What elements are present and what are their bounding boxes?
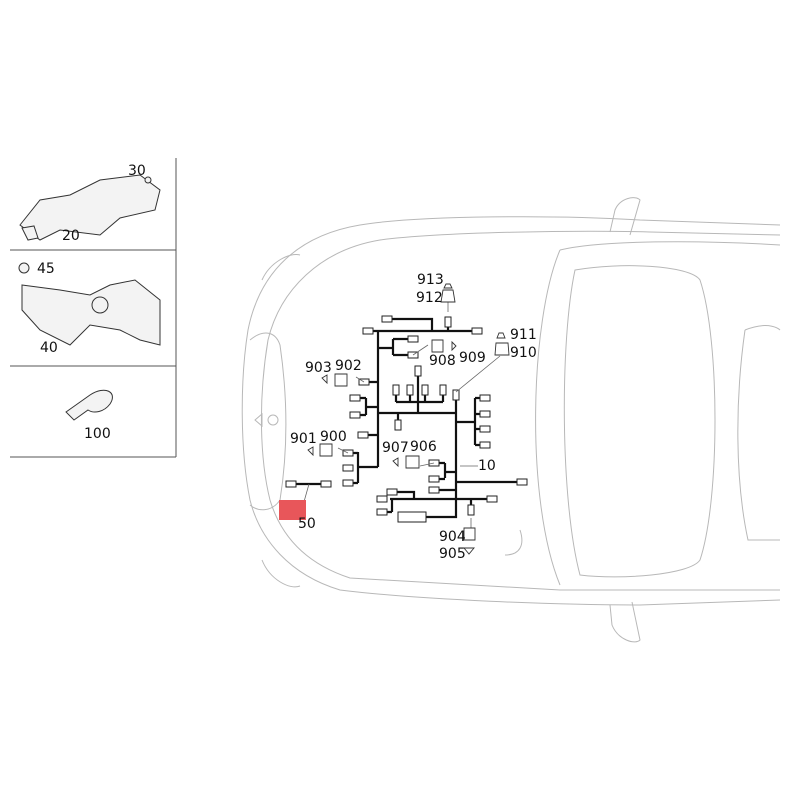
connector-902-icon	[334, 373, 348, 387]
label-904: 904	[439, 529, 466, 545]
label-912: 912	[416, 290, 443, 306]
connector-plug	[285, 480, 297, 488]
connector-plug	[486, 495, 498, 503]
label-907: 907	[382, 440, 409, 456]
connector-icons	[307, 283, 510, 555]
highlight-marker-50[interactable]	[279, 500, 306, 520]
label-100: 100	[84, 426, 111, 442]
connector-plug	[357, 431, 369, 439]
label-30: 30	[128, 163, 146, 179]
connector-plug	[479, 441, 491, 449]
connector-906-icon	[405, 455, 420, 469]
label-910: 910	[510, 345, 537, 361]
car-outline	[241, 197, 781, 643]
connector-900-icon	[319, 443, 333, 457]
connector-plug	[386, 488, 398, 496]
connector-911-icon	[496, 332, 506, 339]
connector-plug	[376, 508, 388, 516]
label-900: 900	[320, 429, 347, 445]
connector-plug	[516, 478, 528, 486]
leader-lines	[299, 302, 501, 528]
connector-plug	[349, 394, 361, 402]
connector-plug	[342, 464, 354, 472]
connector-plug	[349, 411, 361, 419]
connector-910-icon	[494, 342, 510, 356]
label-902: 902	[335, 358, 362, 374]
connector-plug	[320, 480, 332, 488]
connector-plug	[406, 384, 414, 396]
bracket-part-40[interactable]	[18, 262, 161, 346]
connector-912-icon	[440, 289, 456, 303]
connector-plug	[407, 335, 419, 343]
connector-plug	[414, 365, 422, 377]
label-45: 45	[37, 261, 55, 277]
connector-907-icon	[392, 457, 399, 468]
connector-905-icon	[463, 547, 475, 555]
label-903: 903	[305, 360, 332, 376]
connector-plug	[479, 394, 491, 402]
label-901: 901	[290, 431, 317, 447]
connector-plug	[444, 316, 452, 328]
connector-plug	[479, 425, 491, 433]
connector-plug	[376, 495, 388, 503]
label-913: 913	[417, 272, 444, 288]
connector-plug	[362, 327, 374, 335]
connector-plug	[381, 315, 393, 323]
bolt-45-icon	[18, 262, 30, 274]
screw-30-icon	[144, 176, 152, 184]
connector-903-icon	[321, 374, 328, 385]
label-40: 40	[40, 340, 58, 356]
inset-panel	[10, 158, 177, 458]
connector-plug	[428, 475, 440, 483]
connector-913-icon	[443, 283, 453, 289]
connector-plug	[467, 504, 475, 516]
label-908: 908	[429, 353, 456, 369]
connector-plug	[392, 384, 400, 396]
label-906: 906	[410, 439, 437, 455]
connector-901-icon	[307, 446, 314, 457]
label-911: 911	[510, 327, 537, 343]
label-20: 20	[62, 228, 80, 244]
connector-plug	[452, 389, 460, 401]
connector-plug	[397, 511, 427, 523]
connector-plug	[394, 419, 402, 431]
connector-904-icon	[463, 527, 476, 541]
connector-908-icon	[431, 339, 444, 353]
cable-tie-100[interactable]	[65, 389, 113, 421]
label-905: 905	[439, 546, 466, 562]
connector-plug	[428, 486, 440, 494]
connector-plug	[342, 479, 354, 487]
connector-plug	[479, 410, 491, 418]
label-10: 10	[478, 458, 496, 474]
connector-plug	[471, 327, 483, 335]
connector-plug	[439, 384, 447, 396]
connector-plug	[421, 384, 429, 396]
callout-labels: 913 912 911 910 908 909 903 902 901 900 …	[290, 272, 537, 562]
label-909: 909	[459, 350, 486, 366]
label-50: 50	[298, 516, 316, 532]
bracket-part-20[interactable]	[19, 174, 161, 241]
connector-909-icon	[451, 340, 457, 352]
